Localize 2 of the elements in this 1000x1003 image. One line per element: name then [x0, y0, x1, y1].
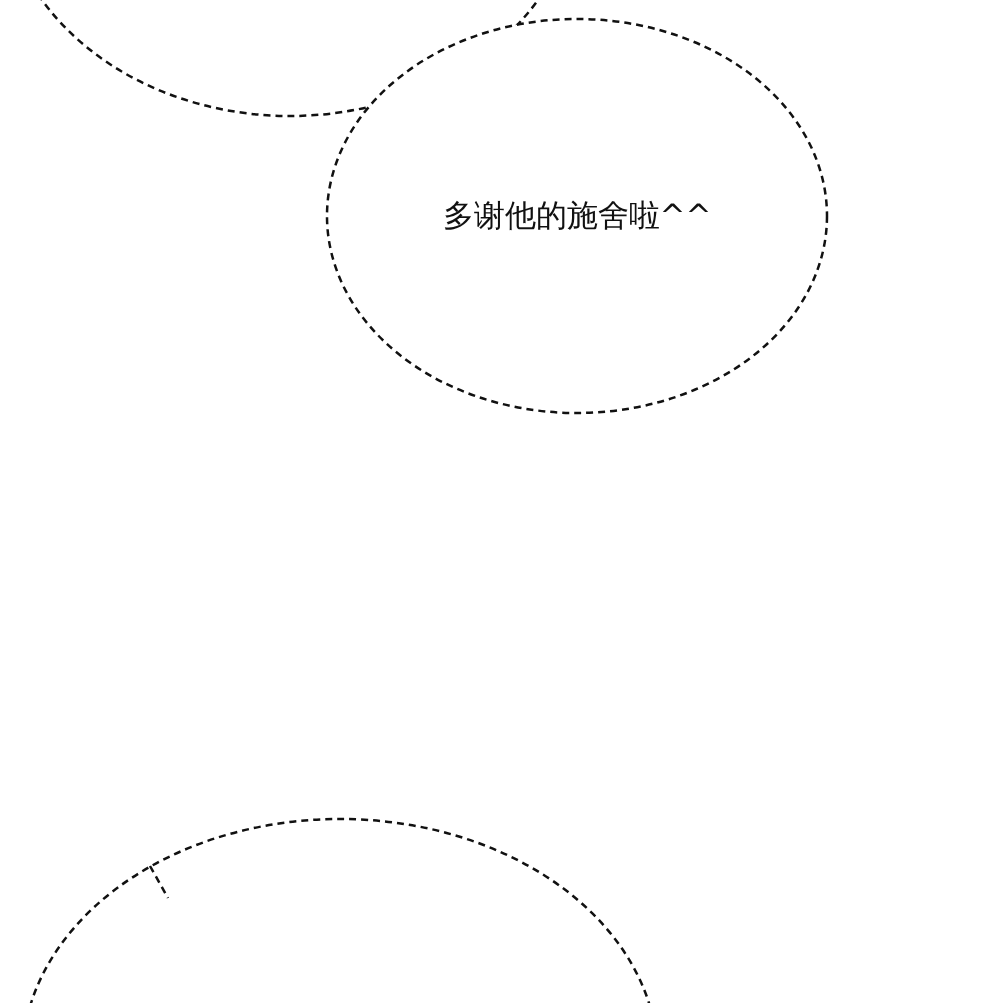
speech-bubble: [325, 17, 829, 415]
speech-text: 多谢他的施舍啦^^: [441, 196, 713, 235]
